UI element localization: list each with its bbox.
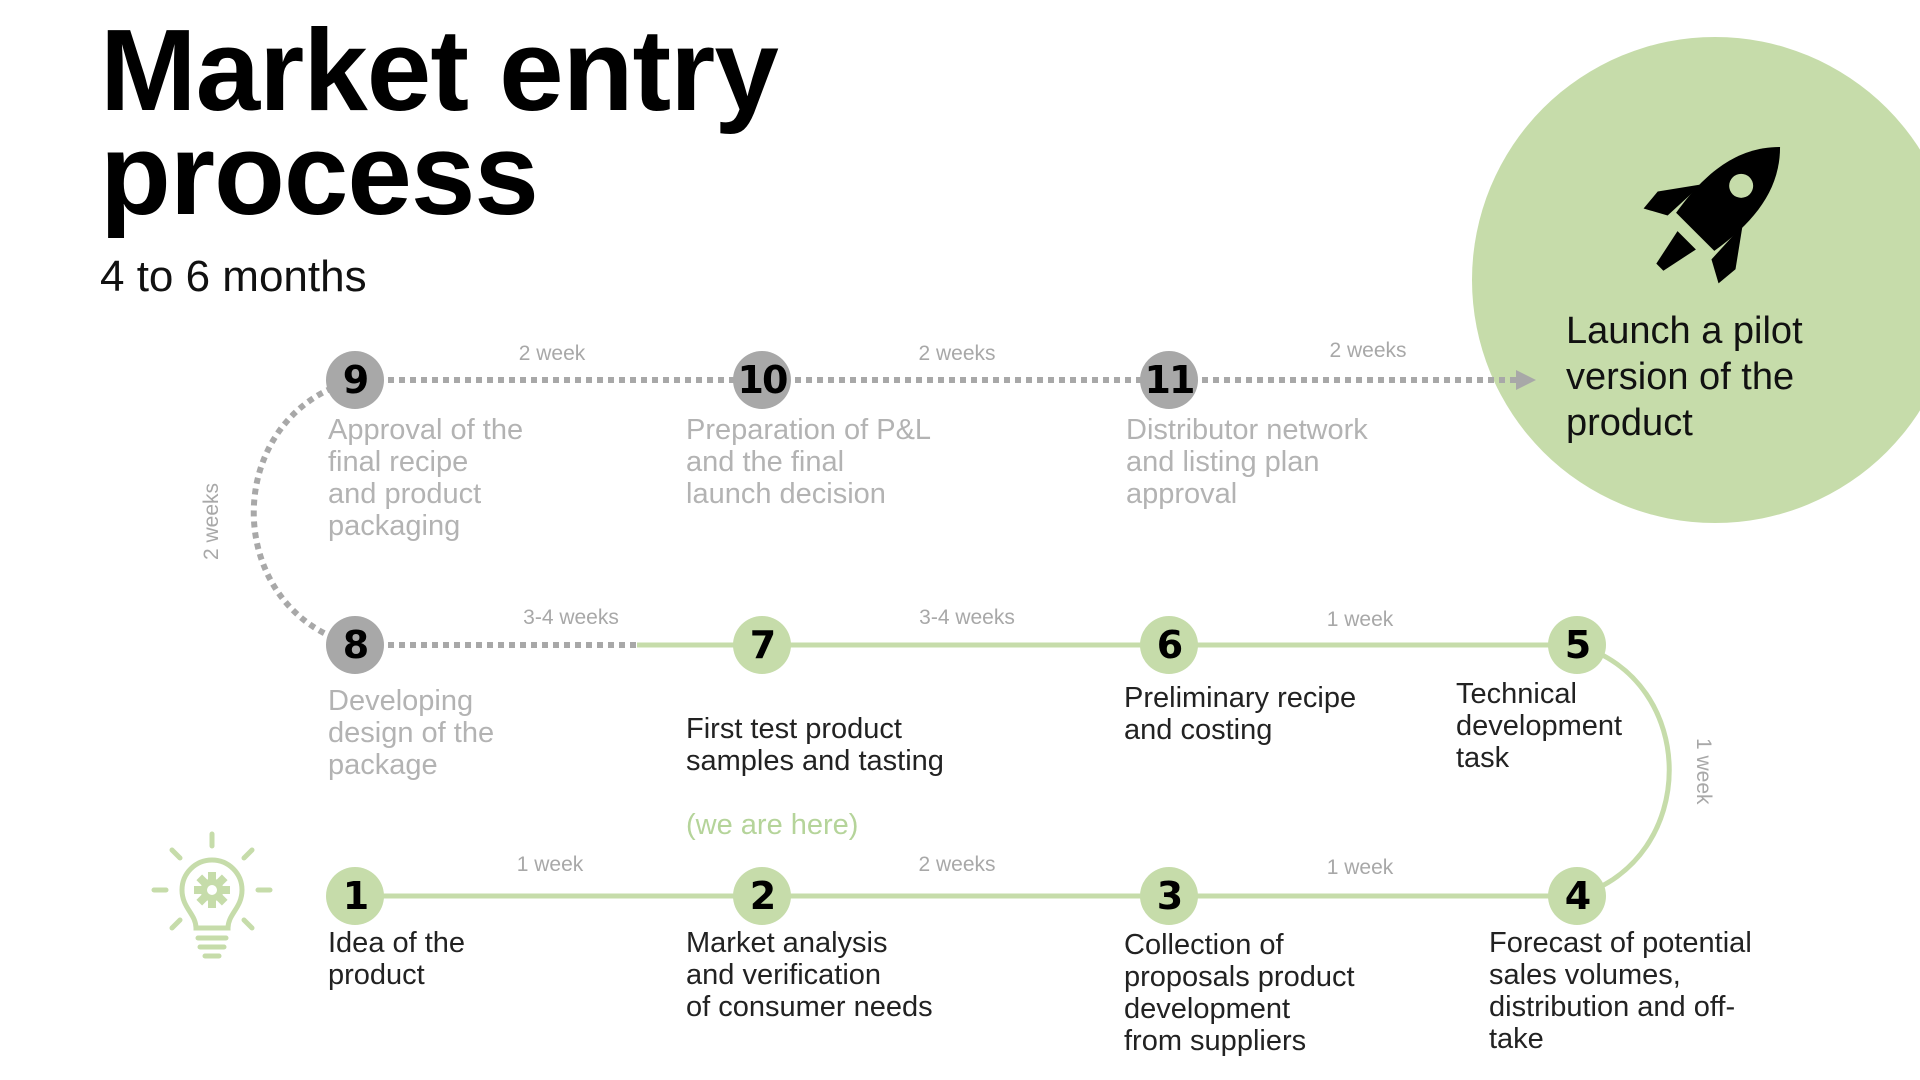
current-step-note: (we are here) — [686, 809, 859, 841]
duration-6-7: 3-4 weeks — [919, 606, 1015, 629]
step-label-11: Distributor network and listing plan app… — [1126, 414, 1368, 510]
step-label-5: Technical development task — [1456, 678, 1623, 774]
duration-11-launch: 2 weeks — [1329, 339, 1407, 362]
step-label-7: First test product samples and tasting (… — [686, 681, 944, 873]
step-node-8: 8 — [326, 616, 384, 674]
step-label-6: Preliminary recipe and costing — [1124, 682, 1357, 746]
duration-2-3: 2 weeks — [918, 853, 996, 876]
duration-9-10: 2 week — [518, 342, 586, 365]
duration-7-8: 3-4 weeks — [523, 606, 619, 629]
duration-8-9: 2 weeks — [200, 482, 223, 560]
launch-label: Launch a pilot version of the product — [1566, 310, 1803, 444]
step-label-1: Idea of the product — [328, 927, 466, 991]
step-node-5: 5 — [1548, 616, 1606, 674]
arrow-head-icon — [1516, 370, 1536, 390]
step-node-11: 11 — [1140, 351, 1198, 409]
step-label-3: Collection of proposals product developm… — [1124, 929, 1355, 1057]
subtitle: 4 to 6 months — [100, 252, 367, 301]
duration-10-11: 2 weeks — [918, 342, 996, 365]
connector-4-5 — [1576, 642, 1672, 899]
rocket-icon — [1643, 146, 1781, 284]
step-node-2: 2 — [733, 867, 791, 925]
step-label-9: Approval of the final recipe and product… — [328, 414, 524, 542]
step-node-6: 6 — [1140, 616, 1198, 674]
step-node-9: 9 — [326, 351, 384, 409]
connector-8-9 — [250, 377, 356, 648]
title-line-1: Market entry — [100, 5, 779, 135]
step-label-8: Developing design of the package — [328, 685, 495, 781]
step-node-7: 7 — [733, 616, 791, 674]
step-label-4: Forecast of potential sales volumes, dis… — [1489, 927, 1752, 1055]
duration-5-6: 1 week — [1326, 608, 1394, 631]
step-node-3: 3 — [1140, 867, 1198, 925]
page-title: Market entry process — [100, 5, 779, 239]
step-node-4: 4 — [1548, 867, 1606, 925]
step-node-10: 10 — [733, 351, 791, 409]
duration-3-4: 1 week — [1326, 856, 1394, 879]
step-label-2: Market analysis and verification of cons… — [686, 927, 933, 1023]
duration-4-5: 1 week — [1692, 738, 1715, 805]
step-label-10: Preparation of P&L and the final launch … — [686, 414, 932, 510]
step-label-7-text: First test product samples and tasting — [686, 713, 944, 777]
lightbulb-gear-icon — [151, 831, 273, 959]
step-node-1: 1 — [326, 867, 384, 925]
launch-circle — [1472, 37, 1920, 523]
title-line-2: process — [100, 109, 539, 239]
duration-1-2: 1 week — [516, 853, 584, 876]
